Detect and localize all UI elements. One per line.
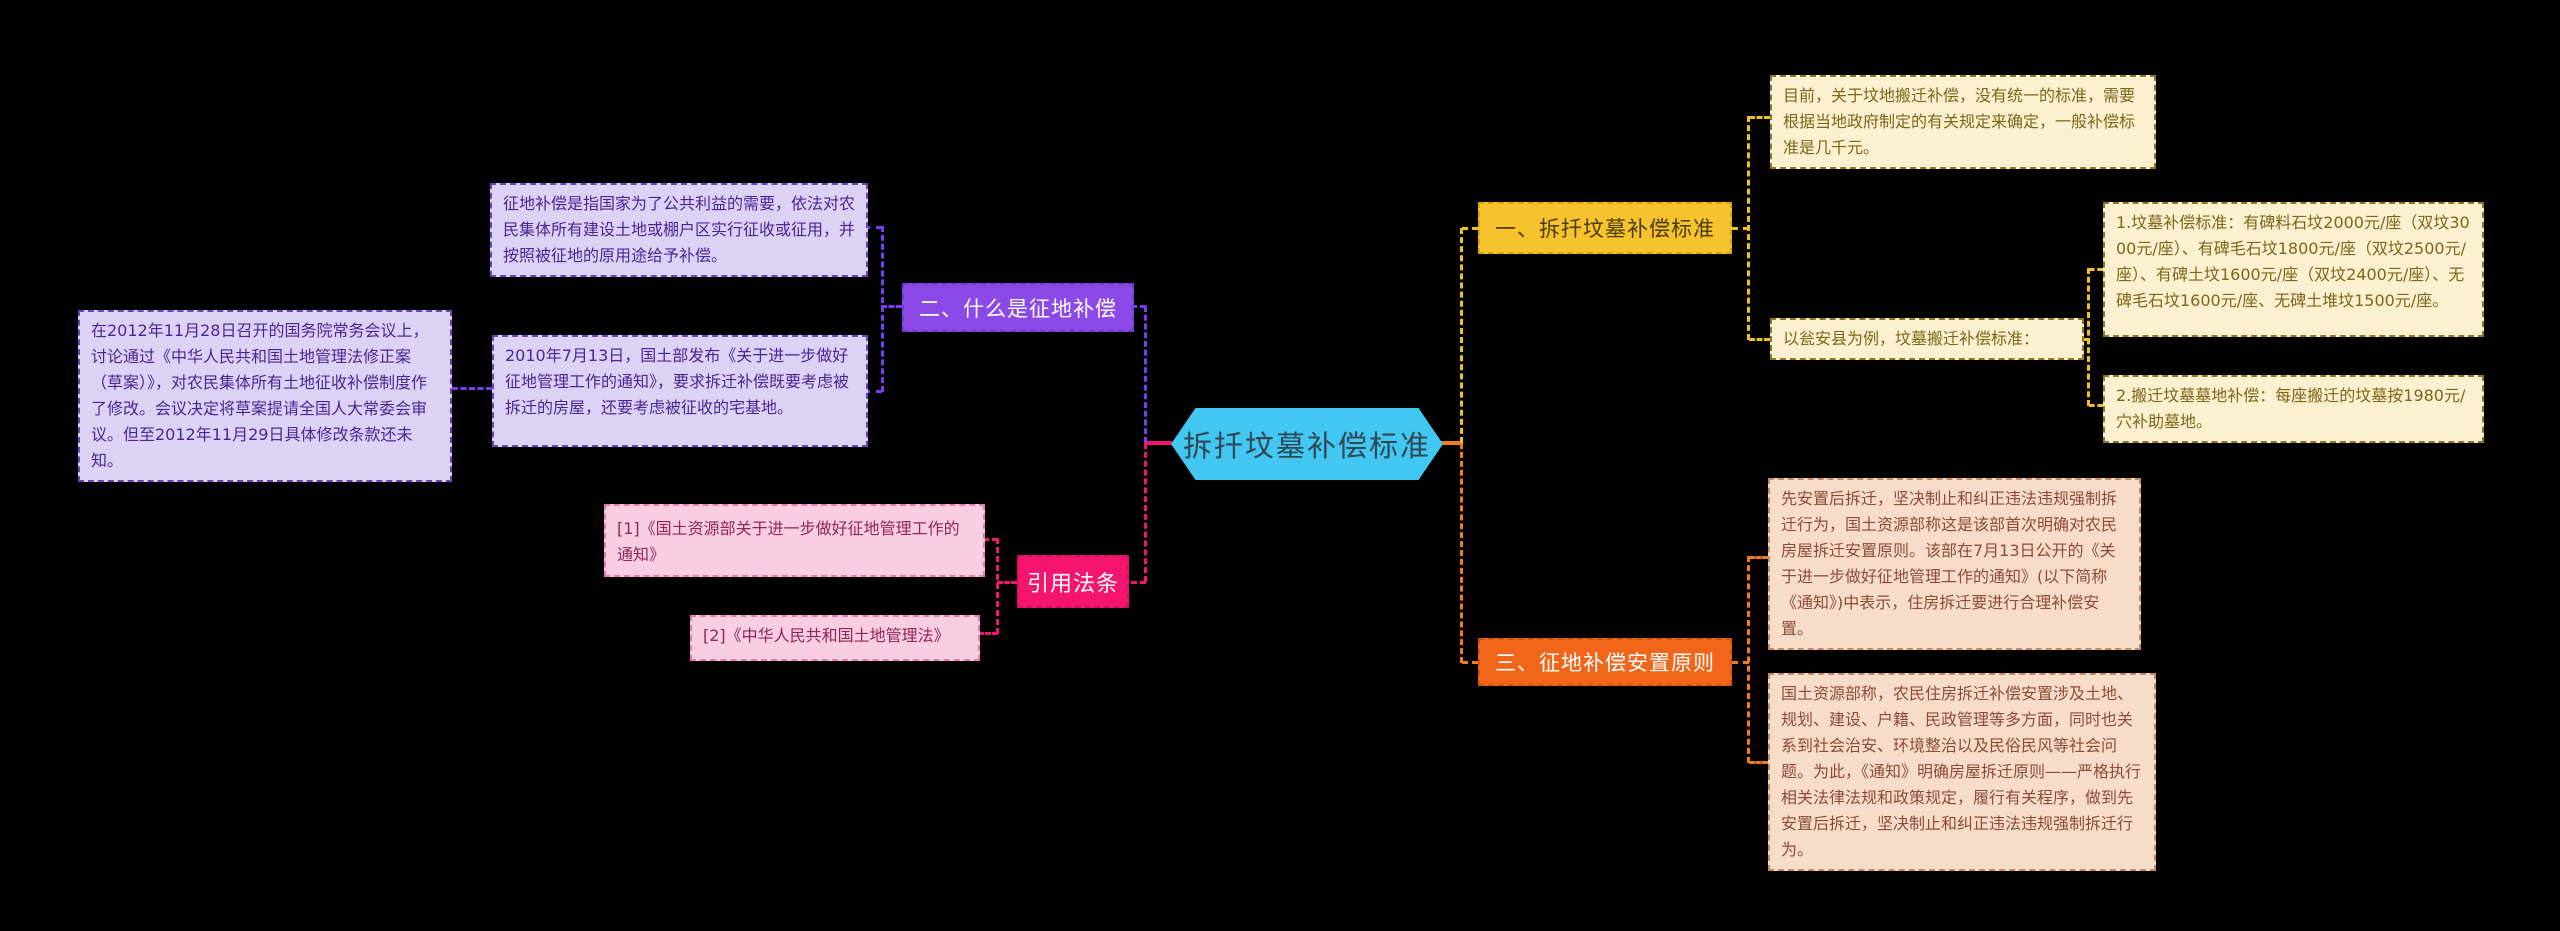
connector-elbow-branch-standard bbox=[1462, 227, 1478, 230]
connector-example-right-stub bbox=[2082, 338, 2090, 341]
connector-stub-ref1 bbox=[983, 538, 998, 541]
note-example[interactable]: 以瓮安县为例，坟墓搬迁补偿标准： bbox=[1770, 318, 2084, 360]
connector-stub-ministry bbox=[1749, 761, 1768, 764]
branch-node-cite[interactable]: 引用法条 bbox=[1017, 555, 1129, 608]
connector-cite-trunk bbox=[996, 538, 999, 634]
connector-trunk-right-upper bbox=[1460, 228, 1463, 443]
connector-stub-definition bbox=[864, 226, 882, 229]
connector-principle-right-stub bbox=[1732, 661, 1749, 664]
connector-stub-item1 bbox=[2089, 268, 2103, 271]
connector-standard-right-stub bbox=[1732, 227, 1749, 230]
note-item2[interactable]: 2.搬迁坟墓墓地补偿：每座搬迁的坟墓按1980元/穴补助墓地。 bbox=[2103, 375, 2484, 443]
branch-node-standard-label: 一、拆扦坟墓补偿标准 bbox=[1495, 217, 1715, 241]
branch-node-principle[interactable]: 三、征地补偿安置原则 bbox=[1478, 638, 1732, 686]
note-ref1[interactable]: [1]《国土资源部关于进一步做好征地管理工作的通知》 bbox=[604, 504, 985, 577]
note-general[interactable]: 目前，关于坟地搬迁补偿，没有统一的标准，需要根据当地政府制定的有关规定来确定，一… bbox=[1770, 75, 2156, 169]
note-2012[interactable]: 在2012年11月28日召开的国务院常务会议上，讨论通过《中华人民共和国土地管理… bbox=[78, 310, 452, 482]
branch-node-what[interactable]: 二、什么是征地补偿 bbox=[902, 283, 1134, 332]
connector-stub-example bbox=[1749, 338, 1770, 341]
note-2010[interactable]: 2010年7月13日，国土部发布《关于进一步做好征地管理工作的通知》，要求拆迁补… bbox=[492, 335, 868, 447]
connector-elbow-branch-cite bbox=[1131, 581, 1146, 584]
connector-2012-to-2010 bbox=[452, 387, 492, 390]
branch-node-what-label: 二、什么是征地补偿 bbox=[919, 296, 1117, 321]
connector-elbow-branch-principle bbox=[1462, 661, 1478, 664]
note-item1[interactable]: 1.坟墓补偿标准：有碑料石坟2000元/座（双坟3000元/座）、有碑毛石坟18… bbox=[2103, 202, 2484, 337]
note-ministry[interactable]: 国土资源部称，农民住房拆迁补偿安置涉及土地、规划、建设、户籍、民政管理等多方面，… bbox=[1768, 673, 2156, 871]
central-topic[interactable]: 拆扦坟墓补偿标准 bbox=[1171, 408, 1443, 480]
connector-stub-2010 bbox=[864, 390, 882, 393]
note-ref2[interactable]: [2]《中华人民共和国土地管理法》 bbox=[690, 615, 980, 661]
branch-node-principle-label: 三、征地补偿安置原则 bbox=[1495, 651, 1715, 675]
connector-principle-trunk bbox=[1747, 556, 1750, 763]
connector-center-right-solid bbox=[1441, 441, 1463, 445]
connector-elbow-branch-what bbox=[1131, 305, 1146, 308]
connector-stub-item2 bbox=[2089, 404, 2103, 407]
connector-example-trunk bbox=[2087, 268, 2090, 406]
note-definition[interactable]: 征地补偿是指国家为了公共利益的需要，依法对农民集体所有建设土地或棚户区实行征收或… bbox=[490, 183, 868, 277]
connector-stub-first bbox=[1749, 556, 1768, 559]
branch-node-cite-label: 引用法条 bbox=[1026, 571, 1119, 597]
connector-stub-ref2 bbox=[978, 632, 998, 635]
connector-what-left-stub bbox=[881, 305, 902, 308]
central-topic-label: 拆扦坟墓补偿标准 bbox=[1182, 429, 1431, 463]
note-first-settle[interactable]: 先安置后拆迁，坚决制止和纠正违法违规强制拆迁行为，国土资源部称这是该部首次明确对… bbox=[1768, 478, 2141, 650]
connector-center-left-solid bbox=[1144, 441, 1172, 445]
connector-standard-trunk bbox=[1747, 116, 1750, 340]
connector-what-trunk bbox=[881, 226, 884, 392]
connector-cite-left-stub bbox=[997, 581, 1017, 584]
connector-trunk-right-lower bbox=[1460, 443, 1463, 663]
connector-trunk-left-upper bbox=[1144, 306, 1147, 443]
connector-stub-general bbox=[1749, 116, 1770, 119]
connector-trunk-left-lower bbox=[1144, 443, 1147, 582]
branch-node-standard[interactable]: 一、拆扦坟墓补偿标准 bbox=[1478, 202, 1732, 254]
